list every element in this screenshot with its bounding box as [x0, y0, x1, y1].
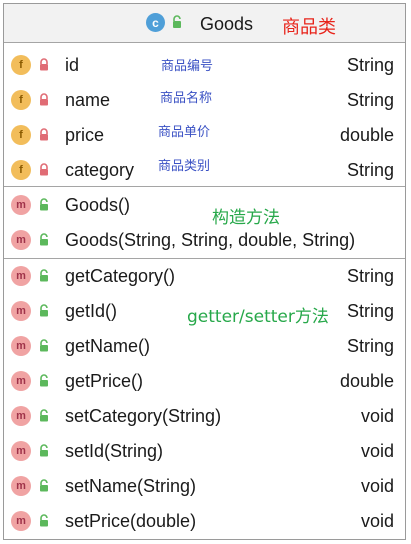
field-name: category [65, 160, 135, 180]
method-name: getPrice() [65, 371, 144, 391]
method-name: getName() [65, 336, 151, 356]
method-name: getCategory() [65, 266, 176, 286]
method-row[interactable]: m getPrice() double [4, 364, 405, 399]
public-lock-icon [39, 269, 49, 287]
method-return-type: String [346, 336, 394, 356]
field-badge-icon: f [11, 160, 31, 180]
public-lock-icon [39, 479, 49, 497]
class-annotation: 商品类 [282, 17, 336, 38]
public-lock-icon [39, 233, 49, 251]
public-lock-icon [39, 444, 49, 462]
private-lock-icon [39, 128, 49, 146]
method-row[interactable]: m setCategory(String) void [4, 399, 405, 434]
field-type: String [346, 160, 394, 180]
public-lock-icon [39, 339, 49, 357]
method-badge-icon: m [11, 476, 31, 496]
field-name: id [65, 55, 80, 75]
method-row[interactable]: m getId() String [4, 294, 405, 329]
field-name: name [65, 90, 111, 110]
private-lock-icon [39, 163, 49, 181]
field-row[interactable]: f category 商品类别 String [4, 153, 405, 188]
class-icon: c [146, 13, 165, 32]
field-name: price [65, 125, 105, 145]
method-row[interactable]: m setId(String) void [4, 434, 405, 469]
method-row[interactable]: m setName(String) void [4, 469, 405, 504]
method-badge-icon: m [11, 266, 31, 286]
methods-note: getter/setter方法 [187, 307, 329, 327]
method-name: getId() [65, 301, 118, 321]
field-type: String [346, 90, 394, 110]
constructor-name: Goods() [65, 195, 131, 215]
public-lock-icon [39, 514, 49, 532]
method-badge-icon: m [11, 511, 31, 531]
method-name: setPrice(double) [65, 511, 197, 531]
method-name: setName(String) [65, 476, 197, 496]
method-return-type: void [360, 511, 394, 531]
constructors-note: 构造方法 [212, 208, 280, 228]
field-note: 商品名称 [160, 91, 213, 106]
class-header: c Goods 商品类 [4, 4, 405, 43]
fields-section: f id 商品编号 String f name 商品名称 String f pr… [4, 43, 405, 187]
public-lock-icon [39, 198, 49, 216]
method-badge-icon: m [11, 230, 31, 250]
class-name: Goods [200, 14, 254, 34]
public-lock-icon [39, 304, 49, 322]
method-return-type: void [360, 476, 394, 496]
field-row[interactable]: f id 商品编号 String [4, 48, 405, 83]
public-lock-icon [172, 15, 182, 34]
field-note: 商品类别 [158, 159, 211, 174]
uml-class-box: c Goods 商品类 f id 商品编号 String f name 商 [3, 3, 406, 540]
public-lock-icon [39, 409, 49, 427]
methods-section: getter/setter方法 m getCategory() String m… [4, 259, 405, 539]
field-badge-icon: f [11, 90, 31, 110]
constructors-section: 构造方法 m Goods() m Goods(String, String, d… [4, 187, 405, 259]
method-return-type: void [360, 406, 394, 426]
method-badge-icon: m [11, 441, 31, 461]
field-row[interactable]: f price 商品单价 double [4, 118, 405, 153]
field-row[interactable]: f name 商品名称 String [4, 83, 405, 118]
method-return-type: double [339, 371, 394, 391]
field-note: 商品单价 [158, 125, 211, 140]
constructor-name: Goods(String, String, double, String) [65, 230, 356, 250]
method-return-type: void [360, 441, 394, 461]
field-type: String [346, 55, 394, 75]
field-badge-icon: f [11, 125, 31, 145]
constructor-row[interactable]: m Goods() [4, 188, 405, 223]
field-note: 商品编号 [161, 59, 214, 74]
private-lock-icon [39, 93, 49, 111]
method-return-type: String [346, 266, 394, 286]
method-badge-icon: m [11, 406, 31, 426]
method-badge-icon: m [11, 301, 31, 321]
method-name: setCategory(String) [65, 406, 222, 426]
field-type: double [339, 125, 394, 145]
method-return-type: String [346, 301, 394, 321]
public-lock-icon [39, 374, 49, 392]
field-badge-icon: f [11, 55, 31, 75]
method-row[interactable]: m getName() String [4, 329, 405, 364]
method-row[interactable]: m setPrice(double) void [4, 504, 405, 539]
private-lock-icon [39, 58, 49, 76]
constructor-row[interactable]: m Goods(String, String, double, String) [4, 223, 405, 258]
method-badge-icon: m [11, 195, 31, 215]
method-badge-icon: m [11, 371, 31, 391]
method-row[interactable]: m getCategory() String [4, 259, 405, 294]
method-badge-icon: m [11, 336, 31, 356]
method-name: setId(String) [65, 441, 164, 461]
